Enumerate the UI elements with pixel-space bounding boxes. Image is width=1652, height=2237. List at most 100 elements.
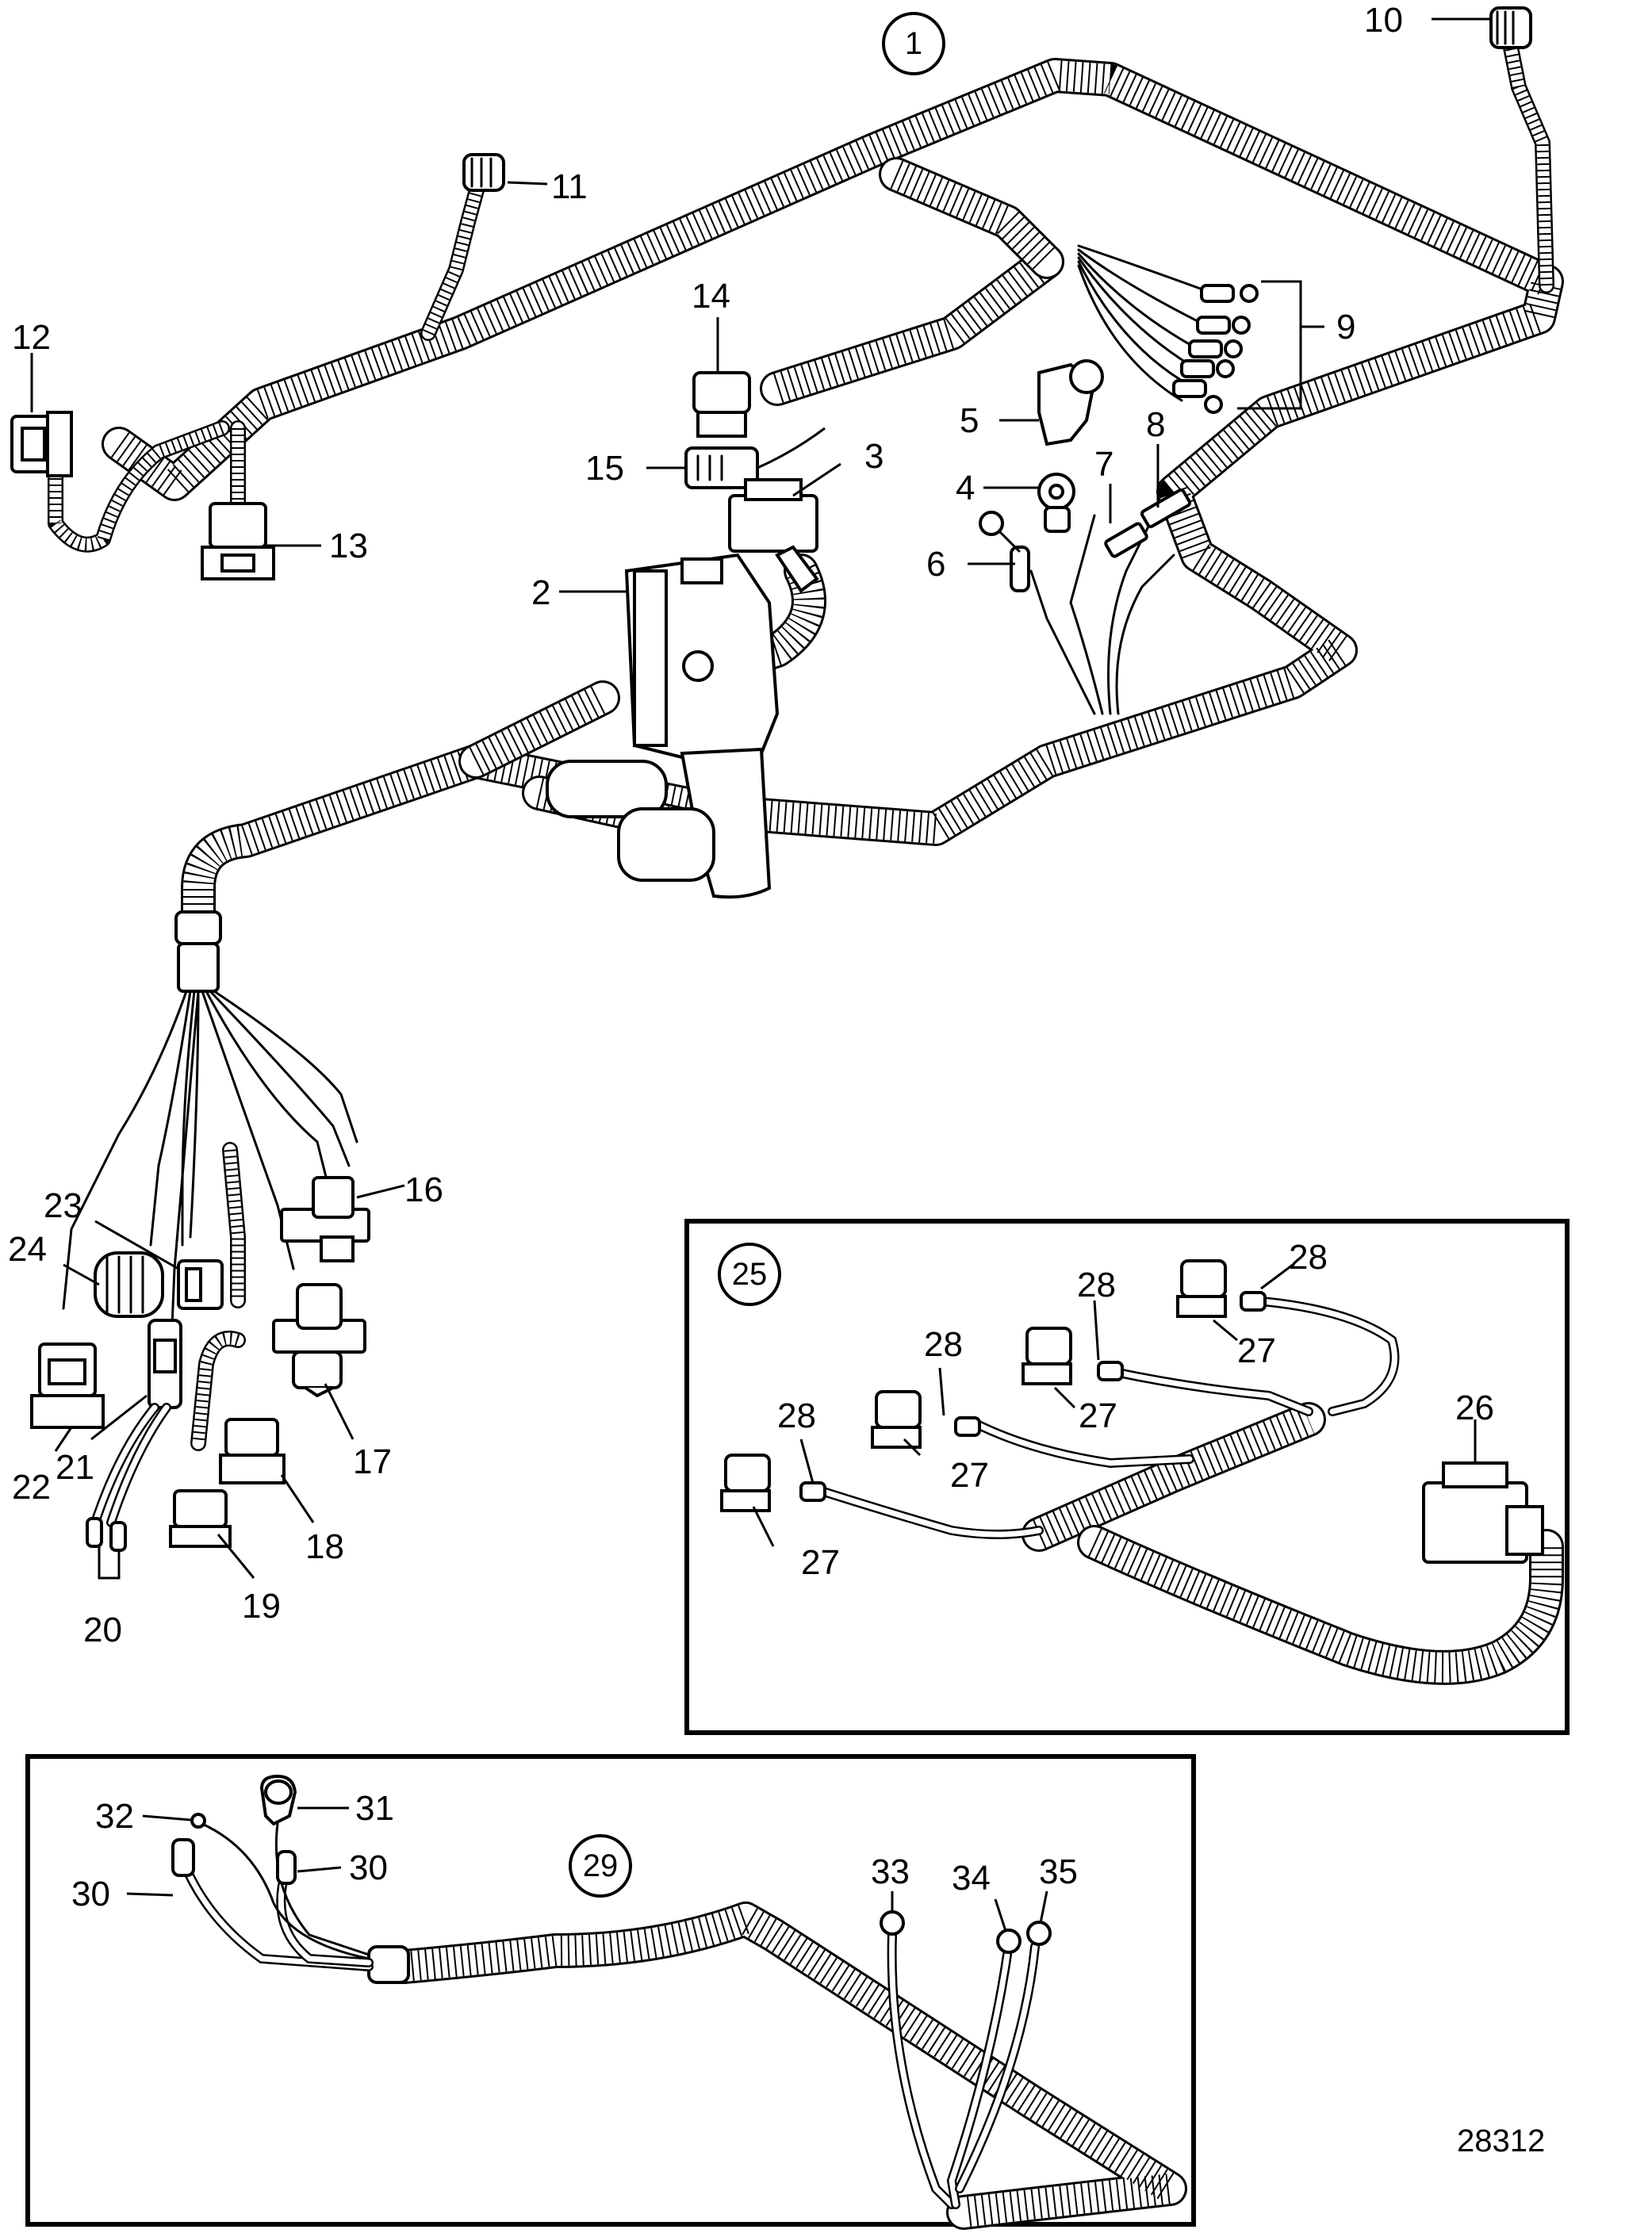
label-7: 7	[1094, 445, 1113, 484]
connector-17	[272, 1283, 366, 1398]
label-19: 19	[242, 1587, 281, 1626]
inset-29: 29	[25, 1754, 1196, 2230]
bracket-9	[1237, 280, 1302, 410]
ring-terminal-4	[1037, 473, 1075, 533]
label-26: 26	[1455, 1389, 1494, 1427]
inset-29-cables-left	[171, 1813, 374, 1971]
injector-connector-a	[720, 1454, 826, 1512]
circled-ref-1: 1	[882, 12, 945, 75]
inset-29-cables-right	[880, 1910, 1052, 2209]
label-11: 11	[551, 167, 588, 206]
connector-18	[219, 1418, 286, 1484]
connector-21	[148, 1319, 182, 1409]
label-27-a: 27	[801, 1543, 840, 1582]
label-24: 24	[8, 1230, 47, 1269]
label-8: 8	[1146, 405, 1165, 444]
injector-connector-d	[1176, 1259, 1267, 1318]
label-30-a: 30	[71, 1875, 110, 1913]
connector-22	[30, 1343, 105, 1429]
label-28-b: 28	[924, 1325, 963, 1364]
connector-10	[1489, 6, 1532, 49]
connector-26	[1422, 1461, 1544, 1564]
main-harness: 10 11 12 13 14 15 3 2 5 4 6 7 8 9 16 17 …	[8, 1, 1564, 1649]
label-32: 32	[95, 1797, 134, 1836]
leader-lines-main	[30, 17, 1491, 1579]
sensor-24	[94, 1251, 164, 1318]
connector-7	[1104, 522, 1148, 558]
conduit-collar	[174, 910, 222, 993]
ring-terminal-6	[979, 511, 1030, 592]
harness-junction-body	[546, 760, 715, 882]
connector-16	[280, 1176, 370, 1262]
label-4: 4	[956, 469, 975, 508]
wires-center-group	[1029, 514, 1175, 715]
label-34: 34	[952, 1859, 991, 1898]
connector-11	[462, 153, 505, 192]
callout-labels-main: 10 11 12 13 14 15 3 2 5 4 6 7 8 9 16 17 …	[8, 1, 1403, 1649]
label-28-c: 28	[1077, 1266, 1116, 1304]
connector-14	[692, 371, 751, 438]
label-17: 17	[353, 1442, 392, 1481]
label-13: 13	[329, 527, 368, 565]
label-18: 18	[305, 1527, 344, 1566]
inset-25: 25	[684, 1219, 1570, 1735]
terminal-boot-31	[259, 1774, 297, 1826]
connector-12	[10, 411, 73, 477]
connector-2	[624, 553, 780, 899]
leader-lines-inset-25	[752, 1263, 1477, 1547]
connector-8	[1140, 488, 1192, 529]
label-3: 3	[864, 437, 883, 476]
label-30-b: 30	[349, 1848, 388, 1887]
label-20: 20	[83, 1611, 122, 1649]
label-10: 10	[1364, 1, 1403, 40]
label-21: 21	[56, 1448, 94, 1487]
inset-29-frame	[25, 1754, 1196, 2227]
label-22: 22	[12, 1468, 51, 1507]
harness-main-conduit	[102, 58, 1564, 929]
label-27-c: 27	[1079, 1396, 1117, 1435]
inset-29-conduit	[367, 1902, 1187, 2230]
label-23: 23	[44, 1186, 82, 1225]
label-6: 6	[926, 545, 945, 584]
inset-25-conduit	[1021, 1402, 1564, 1685]
circled-ref-29: 29	[569, 1834, 632, 1898]
label-27-b: 27	[950, 1456, 989, 1495]
callout-labels-inset-29: 32 31 30 30 33 34 35	[71, 1789, 1078, 1913]
label-28-a: 28	[777, 1396, 816, 1435]
inset-25-cables	[816, 1296, 1400, 1539]
label-27-d: 27	[1237, 1331, 1276, 1370]
injector-connector-b	[871, 1390, 981, 1449]
callout-labels-inset-25: 28 27 28 27 28 27 28 27 26	[777, 1238, 1494, 1582]
conduit-branch-18	[222, 1142, 246, 1308]
label-15: 15	[585, 449, 624, 488]
connector-3	[728, 478, 819, 593]
conduit-branch-11	[420, 170, 488, 341]
label-5: 5	[960, 401, 979, 440]
circled-ref-25: 25	[718, 1243, 781, 1306]
circled-ref-29-text: 29	[583, 1848, 619, 1883]
label-2: 2	[531, 573, 550, 612]
label-28-d: 28	[1289, 1238, 1328, 1277]
label-33: 33	[871, 1852, 910, 1891]
conduit-branch-19	[190, 1331, 246, 1451]
connector-23	[177, 1259, 224, 1310]
inset-25-frame	[684, 1219, 1570, 1735]
bracket-20	[98, 1546, 121, 1580]
conduit-branch-10	[1503, 40, 1554, 293]
terminal-boot-5	[1037, 359, 1104, 446]
label-31: 31	[355, 1789, 394, 1828]
injector-connector-c	[1021, 1327, 1124, 1385]
conduit-branch-12	[48, 420, 230, 553]
leads-20	[86, 1403, 171, 1552]
figure-number: 28312	[1457, 2124, 1545, 2158]
connector-19	[169, 1489, 232, 1548]
label-12: 12	[12, 318, 51, 357]
circled-ref-25-text: 25	[732, 1257, 768, 1292]
connector-13	[201, 502, 275, 580]
label-35: 35	[1039, 1852, 1078, 1891]
label-14: 14	[692, 277, 730, 316]
circled-ref-1-text: 1	[905, 26, 922, 61]
label-16: 16	[404, 1170, 443, 1209]
terminal-group-9	[1077, 244, 1259, 414]
